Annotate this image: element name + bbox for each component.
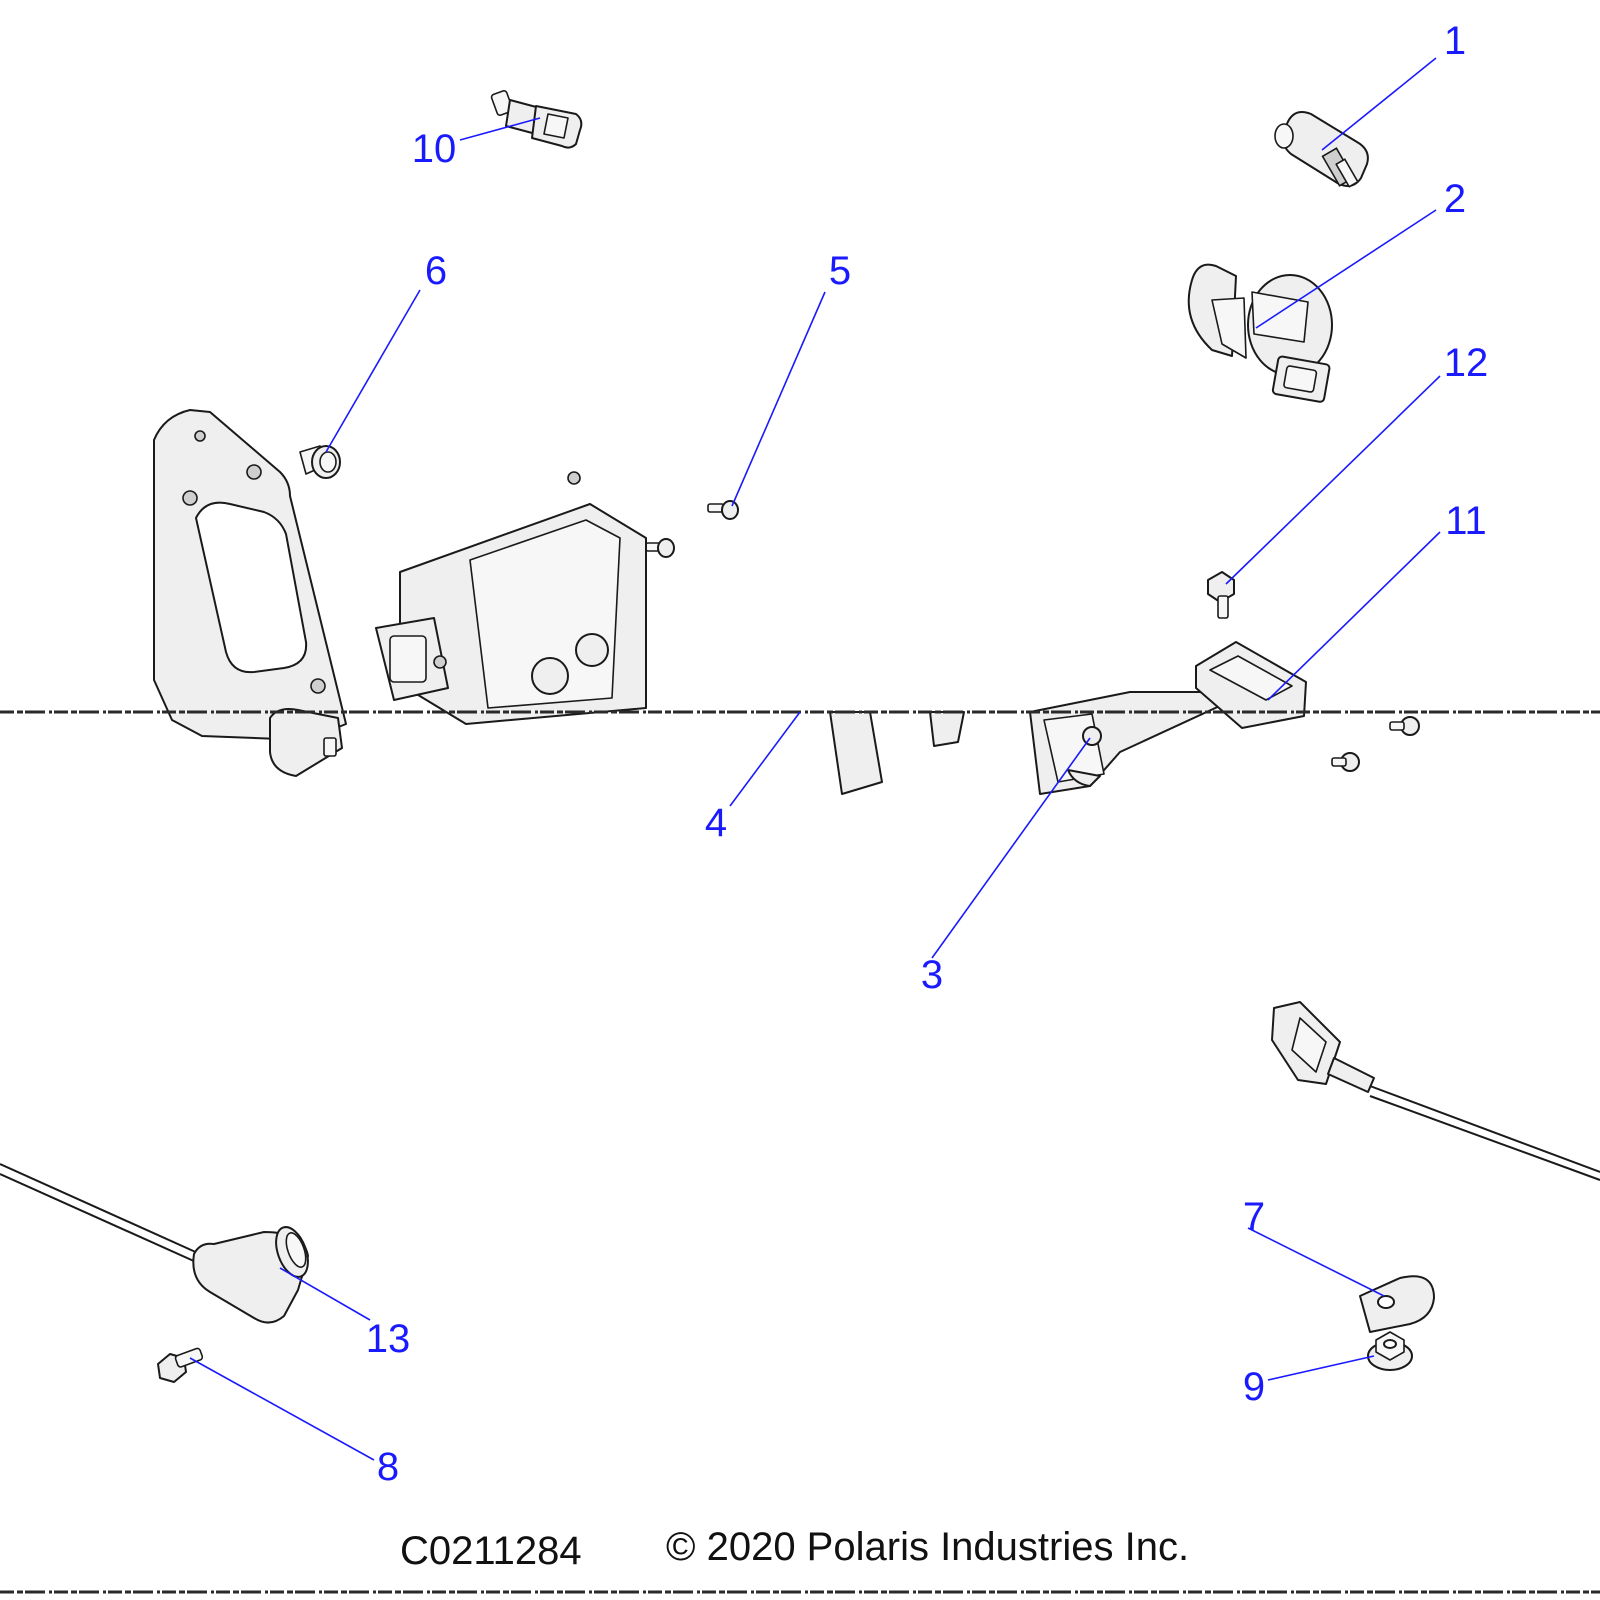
part-8-bolt	[157, 1347, 204, 1383]
leader-4	[729, 711, 801, 807]
callout-1: 1	[1444, 19, 1466, 63]
callout-12: 12	[1444, 341, 1489, 385]
leader-9	[1267, 1355, 1375, 1381]
part-7-p-clamp	[1359, 1275, 1435, 1333]
callout-11: 11	[1445, 499, 1487, 543]
leader-7	[1247, 1227, 1385, 1297]
leader-13	[279, 1267, 371, 1321]
part-mounting-bracket	[153, 409, 347, 777]
part-screw-c	[1389, 716, 1420, 736]
leader-6	[325, 289, 421, 453]
leader-8	[189, 1357, 375, 1461]
leader-10	[459, 117, 541, 141]
leader-11	[1267, 531, 1441, 701]
leader-3	[931, 737, 1091, 959]
callout-5: 5	[829, 249, 851, 293]
callout-labels: 1 2 3 4 5 6 7 8 9 10 11 12 13	[366, 19, 1489, 1489]
callout-7: 7	[1243, 1195, 1265, 1239]
leader-1	[1321, 57, 1437, 151]
part-2-key-switch	[1187, 263, 1333, 403]
part-5-screw-a	[707, 500, 739, 520]
callout-10: 10	[412, 127, 457, 171]
part-cable-sensor-right	[1271, 1001, 1600, 1181]
part-ecu-module	[375, 471, 965, 795]
drawing-number: C0211284	[400, 1529, 582, 1573]
part-12-bolt	[1207, 571, 1235, 619]
callout-6: 6	[425, 249, 447, 293]
part-10-sensor	[490, 89, 583, 149]
leader-2	[1255, 209, 1437, 329]
part-9-flange-nut	[1367, 1331, 1413, 1371]
callout-13: 13	[366, 1317, 411, 1361]
part-13-speed-sensor	[0, 1163, 309, 1324]
callout-9: 9	[1243, 1365, 1265, 1409]
leader-5	[731, 291, 826, 507]
callout-2: 2	[1444, 177, 1466, 221]
part-5-screw-b	[645, 538, 675, 558]
part-1-pressure-switch	[1274, 111, 1369, 188]
part-screw-d	[1331, 752, 1360, 772]
copyright-notice: © 2020 Polaris Industries Inc.	[666, 1525, 1189, 1569]
callout-8: 8	[377, 1445, 399, 1489]
leader-12	[1225, 375, 1441, 585]
part-6-push-rivet	[299, 445, 341, 479]
part-3-relay-bracket	[1029, 691, 1251, 795]
callout-4: 4	[705, 801, 727, 845]
scan-artifact-line	[0, 710, 1600, 1594]
part-11-connector-block	[1195, 641, 1307, 729]
callout-3: 3	[921, 953, 943, 997]
leader-lines	[189, 57, 1441, 1461]
